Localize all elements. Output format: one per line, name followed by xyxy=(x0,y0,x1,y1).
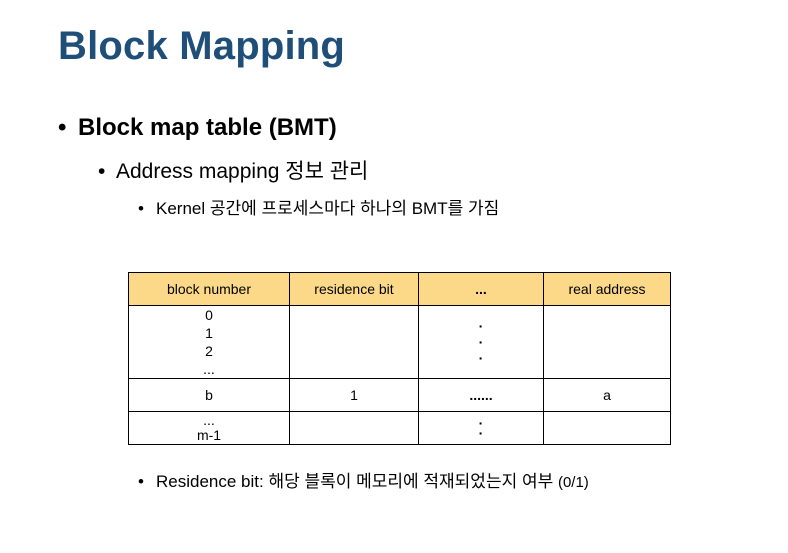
bullet-kernel-text: Kernel 공간에 프로세스마다 하나의 BMT를 가짐 xyxy=(156,199,500,218)
cell-real-address: a xyxy=(543,378,671,412)
cell-block-numbers: 0 1 2 ... xyxy=(128,305,290,379)
block-number-value: 1 xyxy=(205,325,213,341)
bullet-dot: • xyxy=(98,160,106,183)
bullet-residence-bit: • Residence bit: 해당 블록이 메모리에 적재되었는지 여부 (0… xyxy=(138,467,589,492)
block-number-value: ... xyxy=(203,412,215,428)
header-residence-bit: residence bit xyxy=(289,272,419,306)
bullet-address-mapping-text: Address mapping 정보 관리 xyxy=(116,160,369,183)
cell-ellipsis: ...... xyxy=(418,378,544,412)
block-number-value: ... xyxy=(203,361,215,377)
vertical-dot: · xyxy=(478,415,484,431)
bullet-residence-bit-values: (0/1) xyxy=(557,474,589,491)
header-block-number: block number xyxy=(128,272,290,306)
cell-residence-bit xyxy=(289,411,419,445)
bullet-dot: • xyxy=(138,472,144,491)
bullet-dot: • xyxy=(138,199,144,218)
cell-block-numbers: ... m-1 xyxy=(128,411,290,445)
cell-residence-bit xyxy=(289,305,419,379)
bullet-bmt: • Block map table (BMT) xyxy=(58,114,337,142)
block-number-value: 2 xyxy=(205,343,213,359)
header-real-address: real address xyxy=(543,272,671,306)
cell-real-address xyxy=(543,411,671,445)
bullet-address-mapping: • Address mapping 정보 관리 xyxy=(98,155,368,185)
block-map-table: block number residence bit ... real addr… xyxy=(128,272,671,445)
bullet-residence-bit-text: Residence bit: 해당 블록이 메모리에 적재되었는지 여부 xyxy=(156,472,558,491)
bullet-bmt-text: Block map table (BMT) xyxy=(78,114,337,141)
table-row: 0 1 2 ... · · · xyxy=(128,305,671,379)
vertical-dot: · xyxy=(478,350,484,366)
bullet-kernel: • Kernel 공간에 프로세스마다 하나의 BMT를 가짐 xyxy=(138,194,499,219)
block-number-value: 0 xyxy=(205,307,213,323)
cell-vertical-dots: · · · xyxy=(418,305,544,379)
vertical-dot: · xyxy=(478,318,484,334)
cell-block-number: b xyxy=(128,378,290,412)
bullet-dot: • xyxy=(58,114,67,141)
header-ellipsis: ... xyxy=(418,272,544,306)
slide-title: Block Mapping xyxy=(58,24,346,68)
vertical-dot: · xyxy=(478,334,484,350)
cell-residence-bit: 1 xyxy=(289,378,419,412)
vertical-dot: · xyxy=(478,425,484,441)
block-number-value: m-1 xyxy=(196,427,222,443)
table-row: b 1 ...... a xyxy=(128,378,671,412)
cell-vertical-dots: · · xyxy=(418,411,544,445)
cell-real-address xyxy=(543,305,671,379)
table-header-row: block number residence bit ... real addr… xyxy=(128,272,671,306)
table-row: ... m-1 · · xyxy=(128,411,671,445)
